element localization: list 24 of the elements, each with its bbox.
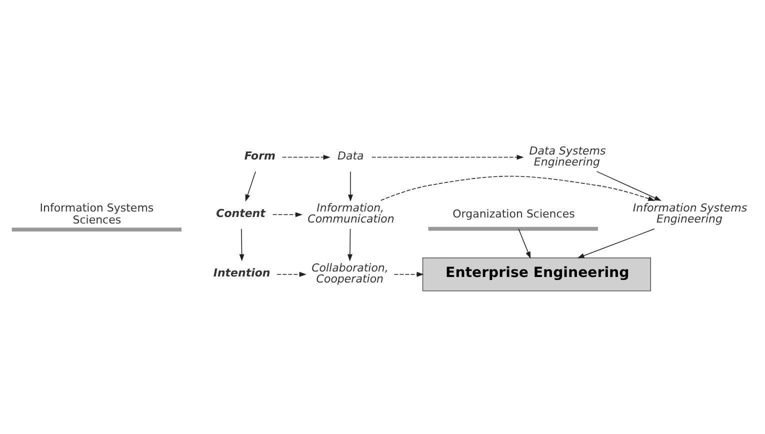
arrow: [272, 212, 303, 218]
arrow: [348, 171, 353, 202]
arrow: [596, 171, 662, 201]
arrow: [380, 176, 656, 201]
arrow: [518, 228, 531, 259]
arrow: [577, 228, 655, 258]
arrow: [282, 154, 330, 160]
node-text: Information, Communication: [308, 202, 394, 226]
arrow: [347, 228, 352, 262]
arrow: [276, 272, 306, 277]
arrow: [371, 154, 524, 160]
arrow: [245, 171, 256, 202]
arrow: [394, 272, 424, 277]
node-text: Content: [216, 206, 266, 220]
node-box: Enterprise Engineering: [422, 257, 652, 292]
node-text: Data: [338, 149, 364, 162]
node-text: Organization Sciences: [452, 208, 575, 221]
node-text: Collaboration, Cooperation: [312, 261, 388, 286]
node-text: Information Systems Sciences: [40, 202, 154, 226]
arrow: [239, 228, 244, 262]
node-text: Data Systems Engineering: [529, 144, 606, 168]
node-text: Intention: [213, 266, 270, 280]
node-text: Information Systems Engineering: [632, 202, 748, 226]
node-text: Form: [244, 149, 276, 162]
